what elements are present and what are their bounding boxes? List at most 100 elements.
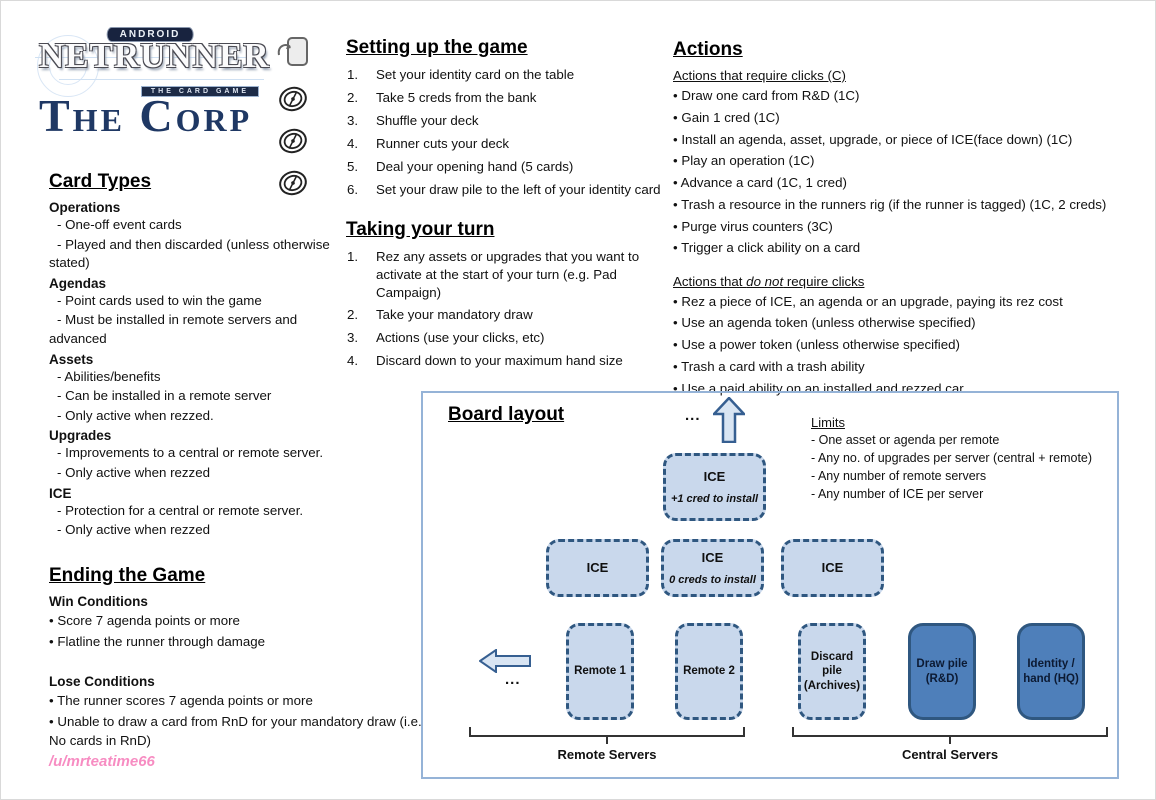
turn-step: Actions (use your clicks, etc) [347, 329, 545, 347]
actions-column: Actions Actions that require clicks (C) … [673, 39, 1121, 400]
turn-step: Rez any assets or upgrades that you want… [347, 248, 640, 300]
click-action-item: • Gain 1 cred (1C) [673, 109, 780, 125]
limits-heading: Limits [811, 415, 845, 430]
setup-step: Runner cuts your deck [347, 135, 510, 153]
setup-column: Setting up the game Set your identity ca… [346, 37, 676, 375]
noclick-action-item: • Use a power token (unless otherwise sp… [673, 337, 960, 353]
limit-item: - One asset or agenda per remote [811, 433, 1000, 447]
group-label: Agendas [49, 275, 107, 291]
click-action-item: • Play an operation (1C) [673, 153, 815, 169]
card-type-item: - Protection for a central or remote ser… [57, 502, 304, 518]
credit-icon [277, 125, 309, 162]
section-heading: Ending the Game [49, 565, 206, 586]
card-type-group: Agendas - Point cards used to win the ga… [49, 276, 351, 349]
circuit-decoration [59, 79, 264, 80]
card-type-item: - Only active when rezzed [57, 465, 210, 481]
limits-block: Limits - One asset or agenda per remote -… [811, 415, 1121, 504]
section-heading: Actions [673, 39, 743, 60]
netrunner-wordmark: NETRUNNER [39, 36, 270, 75]
card-type-item: - Can be installed in a remote server [57, 388, 272, 404]
central-servers-label: Central Servers [901, 747, 999, 762]
card-type-item: - Only active when rezzed. [57, 407, 214, 423]
box-title: ICE [821, 559, 844, 575]
board-layout-panel: Board layout ... Limits - One asset or a… [421, 391, 1119, 779]
more-ice-ellipsis: ... [685, 407, 701, 424]
author-watermark: /u/mrteatime66 [49, 753, 155, 770]
credit-icon [277, 83, 309, 120]
identity-hand-box: Identity / hand (HQ) [1017, 623, 1085, 720]
turn-step: Take your mandatory draw [347, 306, 533, 324]
lose-condition-item: • Unable to draw a card from RnD for you… [49, 713, 422, 749]
win-conditions-label: Win Conditions [49, 594, 148, 609]
noclick-action-item: • Use an agenda token (unless otherwise … [673, 315, 976, 331]
board-layout-heading: Board layout [448, 404, 565, 425]
remote-servers-bracket [468, 727, 746, 750]
click-action-item: • Trash a resource in the runners rig (i… [673, 196, 1107, 212]
card-type-item: - Point cards used to win the game [57, 292, 262, 308]
click-action-item: • Trigger a click ability on a card [673, 240, 861, 256]
remote-servers-label: Remote Servers [557, 747, 657, 762]
card-type-item: - Only active when rezzed [57, 522, 210, 538]
draw-pile-box: Draw pile (R&D) [908, 623, 976, 720]
page-title: The Corp [39, 90, 253, 141]
discard-pile-box: Discard pile (Archives) [798, 623, 866, 720]
central-servers-bracket [791, 727, 1109, 750]
card-click-icon [275, 35, 311, 78]
credit-icon [277, 167, 309, 204]
click-credit-icons [273, 35, 313, 204]
circuit-decoration [35, 57, 265, 58]
box-title: ICE [701, 550, 724, 566]
click-actions-heading: Actions that require clicks (C) [673, 68, 846, 83]
card-type-group: Assets - Abilities/benefits- Can be inst… [49, 352, 351, 426]
turn-step: Discard down to your maximum hand size [347, 352, 623, 370]
arrow-left-icon [478, 648, 531, 678]
box-title: Remote 2 [683, 665, 735, 678]
win-condition-item: • Score 7 agenda points or more [49, 613, 240, 628]
lose-condition-item: • The runner scores 7 agenda points or m… [49, 692, 313, 708]
box-note: 0 creds to install [669, 573, 756, 586]
click-action-item: • Advance a card (1C, 1 cred) [673, 175, 847, 191]
card-type-group: Operations - One-off event cards- Played… [49, 200, 351, 273]
win-condition-item: • Flatline the runner through damage [49, 634, 266, 650]
box-title: Discard pile (Archives) [803, 650, 861, 692]
section-heading: Setting up the game [346, 37, 528, 58]
group-label: ICE [49, 485, 72, 501]
setup-step: Shuffle your deck [347, 112, 479, 130]
lose-conditions-label: Lose Conditions [49, 673, 155, 689]
circuit-decoration [49, 47, 87, 85]
ice-box-remote2: ICE 0 creds to install [661, 539, 764, 597]
box-note: +1 cred to install [670, 492, 759, 505]
box-title: Remote 1 [574, 665, 626, 678]
ending-the-game-section: Ending the Game Win Conditions • Score 7… [49, 565, 441, 752]
noclick-actions-block: Actions that do not require clicks • Rez… [673, 274, 1121, 398]
ice-box-remote1: ICE [546, 539, 649, 597]
box-title: Identity / hand (HQ) [1023, 658, 1079, 685]
ice-box-central: ICE [781, 539, 884, 597]
card-types-section: Card Types Operations - One-off event ca… [49, 171, 351, 541]
limit-item: - Any no. of upgrades per server (centra… [811, 450, 1093, 465]
card-game-tagline: THE CARD GAME [140, 86, 259, 97]
card-type-group: Upgrades - Improvements to a central or … [49, 428, 351, 482]
box-title: Draw pile (R&D) [916, 658, 968, 685]
setup-step: Deal your opening hand (5 cards) [347, 158, 574, 176]
card-type-item: - Played and then discarded (unless othe… [49, 236, 330, 271]
section-heading: Card Types [49, 171, 152, 192]
netrunner-logo: ANDROID NETRUNNER THE CARD GAME [35, 27, 270, 99]
ice-box-top: ICE +1 cred to install [663, 453, 766, 521]
group-label: Operations [49, 200, 121, 215]
group-label: Upgrades [49, 428, 112, 444]
group-label: Assets [49, 351, 94, 367]
noclick-actions-heading: Actions that do not require clicks [673, 273, 865, 289]
setup-step: Set your draw pile to the left of your i… [347, 181, 661, 199]
arrow-up-icon [711, 396, 747, 448]
section-heading: Taking your turn [346, 218, 495, 240]
remote2-box: Remote 2 [675, 623, 743, 720]
card-type-item: - Must be installed in remote servers an… [49, 312, 298, 347]
click-action-item: • Install an agenda, asset, upgrade, or … [673, 131, 1073, 147]
more-remotes-ellipsis: ... [505, 671, 521, 688]
noclick-action-item: • Trash a card with a trash ability [673, 358, 865, 374]
card-type-group: ICE - Protection for a central or remote… [49, 486, 351, 540]
remote1-box: Remote 1 [566, 623, 634, 720]
setup-step: Set your identity card on the table [347, 66, 575, 84]
